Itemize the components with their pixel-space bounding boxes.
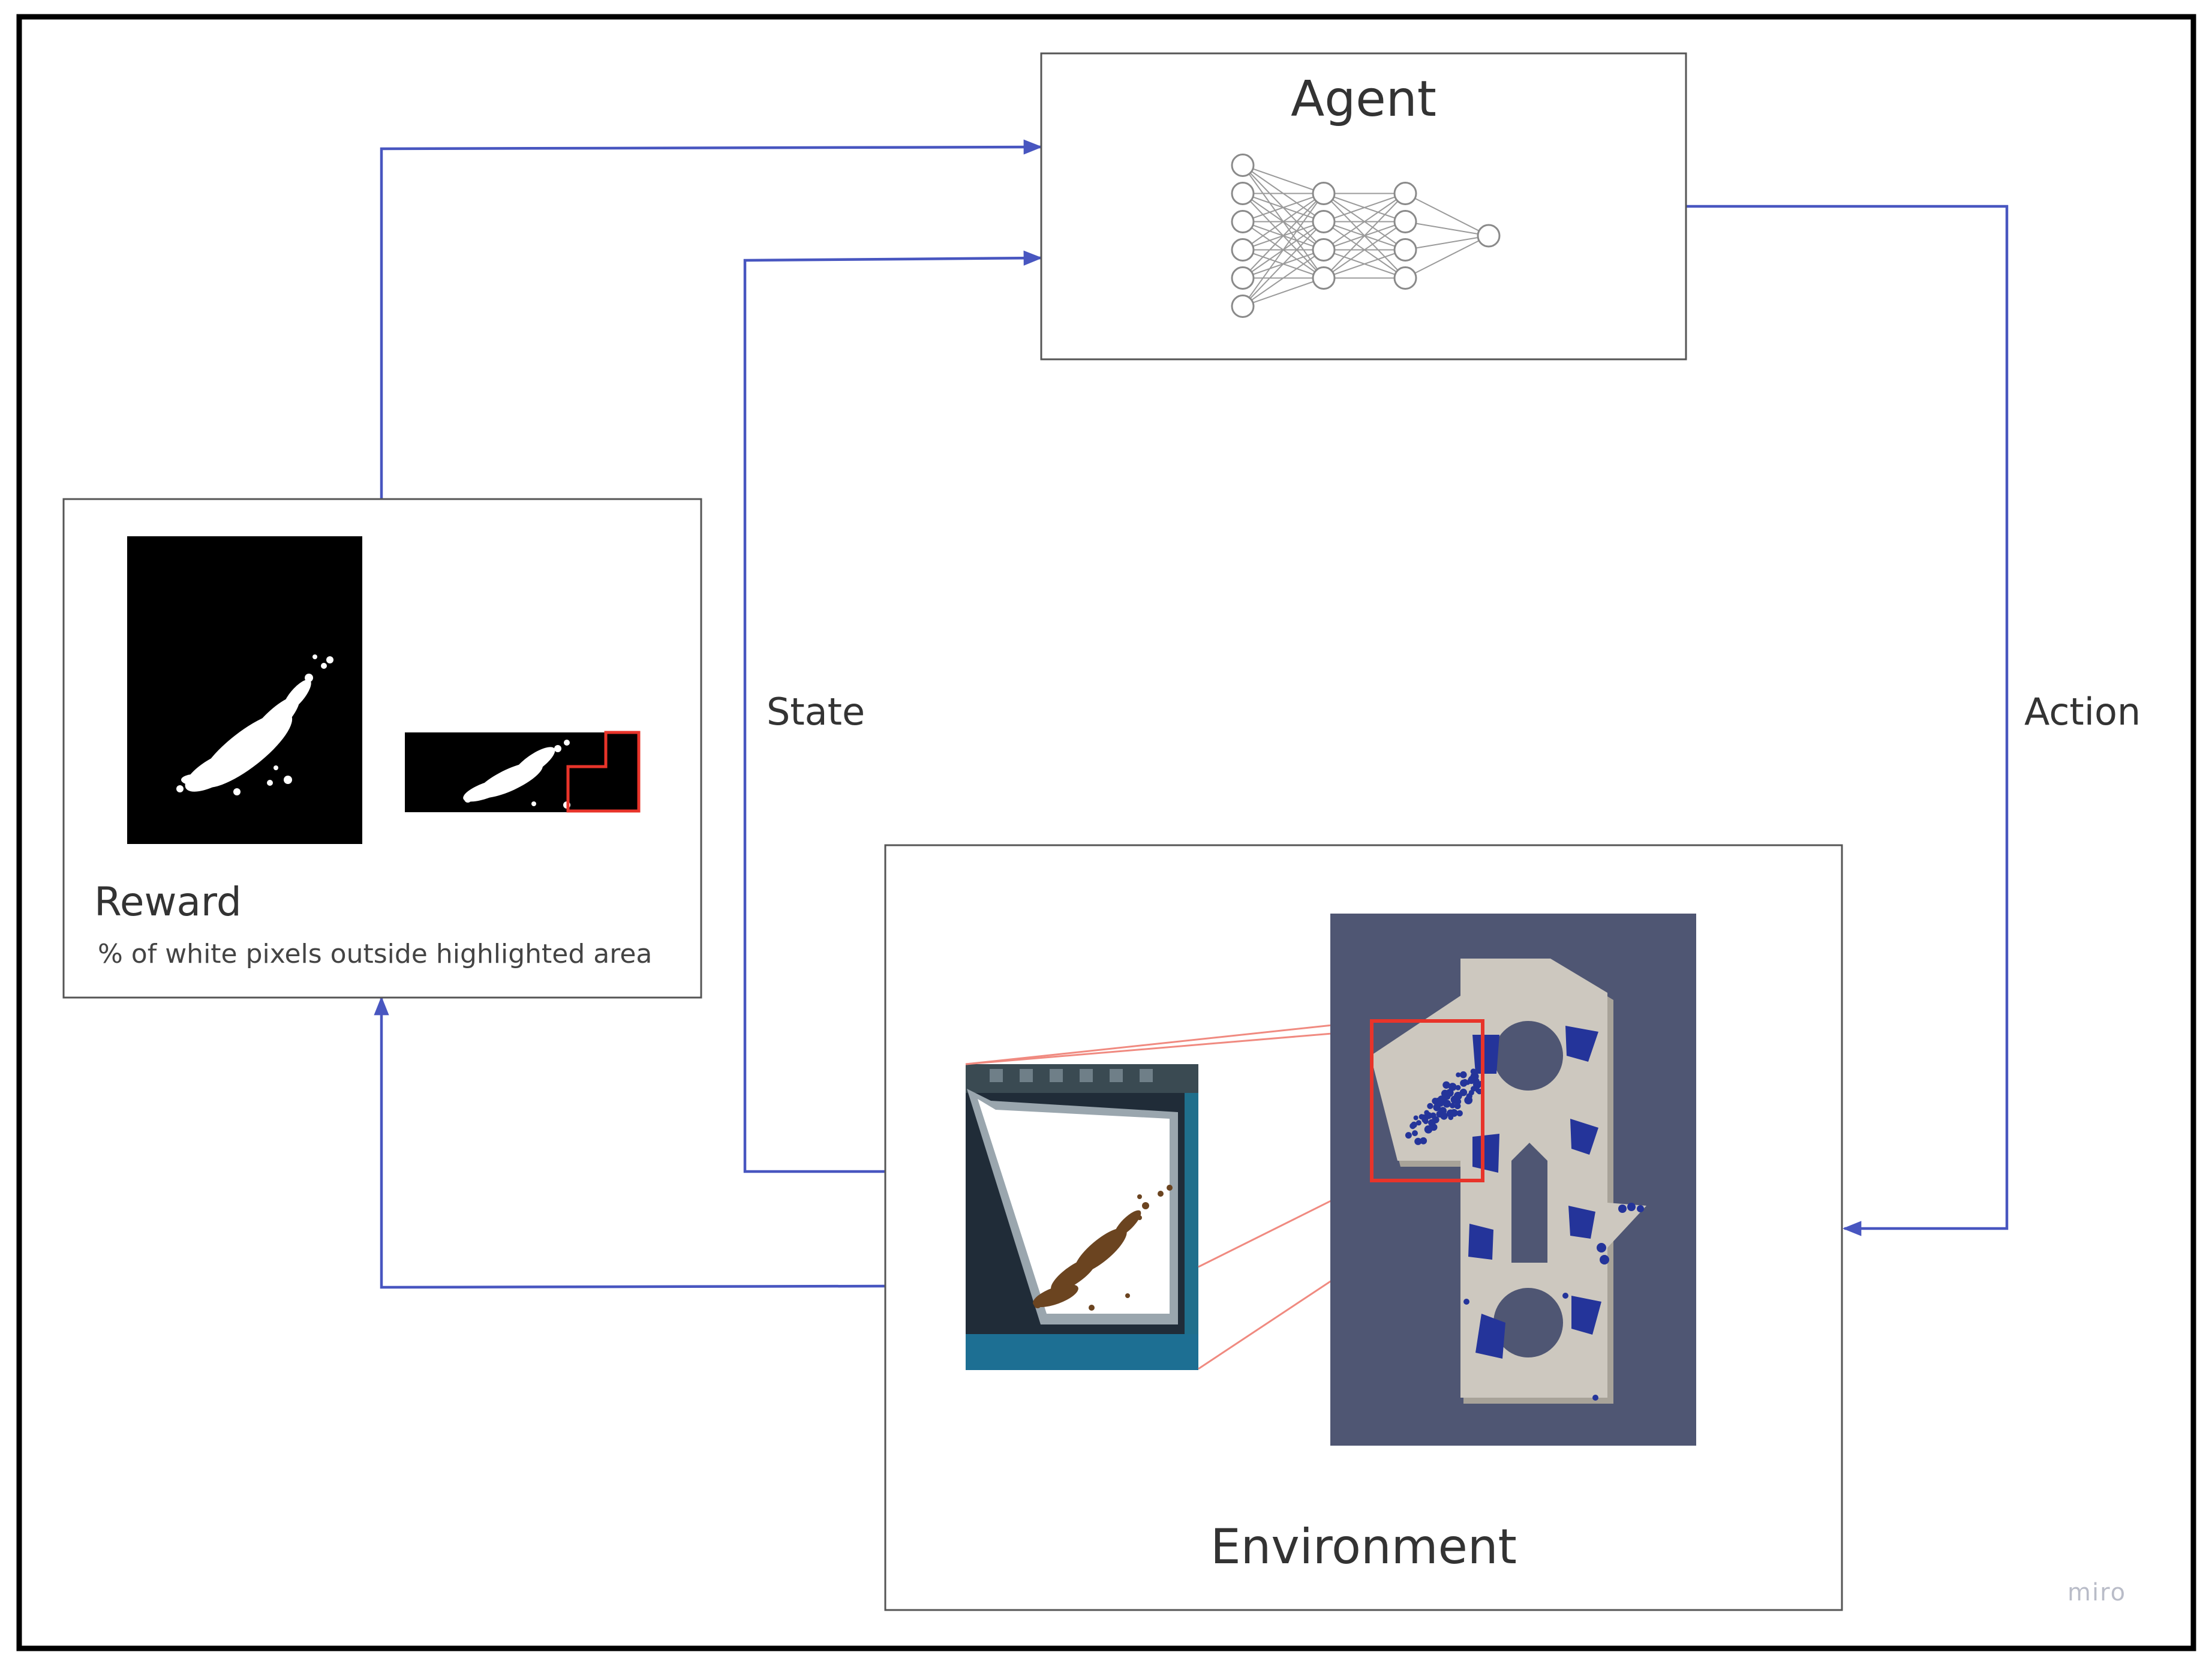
particle	[1447, 1110, 1453, 1116]
particle	[1412, 1130, 1418, 1137]
particle	[1413, 1115, 1418, 1121]
hopper-photo	[966, 1064, 1198, 1370]
reward-description: % of white pixels outside highlighted ar…	[98, 939, 653, 969]
nn-node	[1477, 224, 1501, 248]
nn-connection	[1323, 193, 1406, 279]
arrow-action-to-environment	[1686, 205, 2009, 1236]
particle	[1418, 1114, 1424, 1120]
particle	[1432, 1098, 1439, 1104]
reward-title: Reward	[94, 879, 242, 925]
particle	[1468, 1076, 1476, 1083]
nn-connection	[1405, 235, 1489, 251]
particle	[1423, 1119, 1429, 1124]
nn-connection	[1242, 193, 1324, 251]
particle	[1443, 1095, 1448, 1101]
nn-connection	[1242, 193, 1324, 307]
particle	[1473, 1080, 1481, 1089]
particle	[1427, 1103, 1433, 1109]
particle	[1450, 1109, 1458, 1117]
arrow-state-to-agent	[743, 250, 1043, 1173]
nn-connection	[1242, 277, 1324, 307]
particle	[1411, 1121, 1417, 1128]
nn-node	[1393, 238, 1417, 262]
particle	[1450, 1095, 1459, 1104]
nn-node	[1312, 210, 1336, 233]
particle	[1442, 1081, 1450, 1089]
nn-connection	[1323, 193, 1406, 223]
nn-node	[1231, 182, 1255, 205]
nn-node	[1312, 238, 1336, 262]
nn-connection	[1323, 193, 1406, 251]
nn-connection	[1405, 193, 1489, 236]
nn-connection	[1323, 221, 1406, 279]
nn-node	[1231, 154, 1255, 177]
particle	[1405, 1132, 1412, 1139]
nn-node	[1393, 210, 1417, 233]
simulation-highlight	[1370, 1019, 1484, 1182]
particle	[1414, 1137, 1422, 1145]
nn-node	[1231, 266, 1255, 290]
nn-connection	[1323, 249, 1406, 279]
nn-node	[1231, 238, 1255, 262]
particle	[1456, 1072, 1461, 1077]
nn-connection	[1242, 164, 1324, 194]
nn-node	[1231, 210, 1255, 233]
particle	[1428, 1119, 1436, 1127]
agent-box	[1040, 52, 1687, 361]
nn-connection	[1405, 235, 1489, 279]
nn-connection	[1242, 193, 1324, 223]
nn-connection	[1242, 221, 1324, 307]
particle	[1440, 1112, 1448, 1120]
connectors	[374, 139, 2009, 1289]
particle	[1460, 1079, 1468, 1087]
nn-connection	[1242, 193, 1324, 279]
particle	[1441, 1089, 1449, 1098]
particle	[1466, 1093, 1472, 1100]
hopper-simulation	[1330, 914, 1696, 1446]
particle	[1475, 1088, 1480, 1094]
nn-node	[1393, 182, 1417, 205]
particle	[1455, 1085, 1461, 1091]
nn-node	[1231, 295, 1255, 318]
reward-mask-cropped	[405, 731, 641, 813]
nn-connection	[1242, 249, 1324, 307]
particle	[1415, 1120, 1421, 1126]
particle	[1420, 1137, 1427, 1145]
nn-node	[1312, 266, 1336, 290]
particle	[1460, 1071, 1467, 1079]
particle	[1448, 1083, 1457, 1091]
particle	[1454, 1103, 1461, 1110]
particle	[1459, 1088, 1468, 1097]
particle	[1456, 1110, 1463, 1117]
highlighted-area	[566, 731, 641, 813]
edge-label-action: Action	[2024, 690, 2141, 734]
particle	[1424, 1125, 1433, 1134]
arrow-reward-to-agent	[380, 139, 1043, 499]
environment-title: Environment	[1210, 1519, 1517, 1575]
nn-node	[1393, 266, 1417, 290]
particle	[1424, 1112, 1432, 1119]
particle	[1435, 1103, 1441, 1109]
agent-title: Agent	[1291, 71, 1436, 128]
nn-connection	[1405, 221, 1489, 236]
neural-network-icon	[1231, 154, 1501, 318]
miro-watermark: miro	[2067, 1579, 2127, 1606]
reward-mask-full	[127, 536, 362, 844]
edge-label-state: State	[767, 690, 865, 734]
particle	[1449, 1103, 1456, 1109]
arrow-environment-to-reward	[374, 996, 886, 1289]
nn-node	[1312, 182, 1336, 205]
